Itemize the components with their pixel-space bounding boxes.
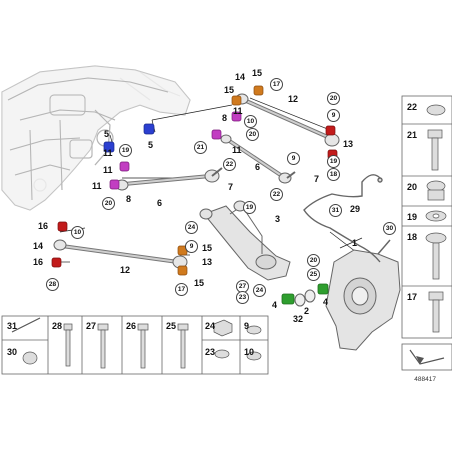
label-1: 1 (352, 238, 358, 248)
label-8a: 8 (222, 113, 228, 123)
callout-23: 23 (236, 291, 249, 304)
callout-22b: 22 (270, 188, 283, 201)
wheel-carrier-1 (325, 239, 401, 351)
callout-31: 31 (329, 204, 342, 217)
grid-label-21: 21 (407, 130, 418, 140)
callout-9b: 9 (287, 152, 300, 165)
label-13a: 13 (343, 139, 354, 149)
grid-label-30: 30 (7, 347, 18, 357)
callout-20c: 20 (102, 197, 115, 210)
label-15a: 15 (252, 68, 263, 78)
sensor-cable-29 (303, 174, 383, 263)
label-11b: 11 (232, 145, 242, 155)
label-16b: 16 (33, 257, 44, 267)
label-11c: 11 (103, 148, 113, 158)
callout-22a: 22 (223, 158, 236, 171)
callout-20a: 20 (327, 92, 340, 105)
label-12b: 12 (120, 265, 131, 275)
control-arm-6-upper (220, 134, 296, 184)
grid-label-9: 9 (244, 321, 250, 331)
grid-label-23: 23 (205, 347, 216, 357)
callout-30: 30 (383, 222, 396, 235)
callout-17b: 17 (175, 283, 188, 296)
callout-24b: 24 (253, 284, 266, 297)
label-15d: 15 (194, 278, 205, 288)
studs-group (281, 283, 329, 307)
callout-19b: 19 (119, 144, 132, 157)
grid-label-18: 18 (407, 232, 418, 242)
callout-9c: 9 (185, 240, 198, 253)
control-arm-6 (115, 167, 223, 191)
callout-20b: 20 (246, 128, 259, 141)
grid-label-22: 22 (407, 102, 418, 112)
callout-19a: 19 (327, 155, 340, 168)
callout-28a: 28 (46, 278, 59, 291)
label-12a: 12 (288, 94, 299, 104)
label-5a: 5 (104, 129, 110, 139)
subframe-detail (7, 77, 169, 201)
grid-label-28: 28 (52, 321, 63, 331)
label-7a: 7 (228, 182, 234, 192)
label-5b: 5 (148, 140, 154, 150)
lower-link-12 (53, 239, 188, 269)
diagram-reference-code: 488417 (414, 376, 436, 383)
label-15c: 15 (202, 243, 213, 253)
callout-9a: 9 (327, 109, 340, 122)
grid-label-17: 17 (407, 292, 418, 302)
callout-17a: 17 (270, 78, 283, 91)
label-6a: 6 (157, 198, 163, 208)
grid-label-19: 19 (407, 212, 418, 222)
grid-label-27: 27 (86, 321, 97, 331)
callout-18: 18 (327, 168, 340, 181)
callout-21a: 21 (194, 141, 207, 154)
callout-24: 24 (185, 221, 198, 234)
orientation-arrow-icon (401, 343, 452, 371)
callout-20d: 20 (307, 254, 320, 267)
label-4a: 4 (272, 300, 278, 310)
callout-19c: 19 (243, 201, 256, 214)
subframe-fill (1, 65, 191, 211)
label-7b: 7 (314, 174, 320, 184)
label-2: 2 (304, 306, 310, 316)
label-15b: 15 (224, 85, 235, 95)
label-13b: 13 (202, 257, 213, 267)
label-8b: 8 (126, 194, 132, 204)
grid-label-25: 25 (166, 321, 177, 331)
label-3: 3 (275, 214, 281, 224)
right-panel-parts (425, 104, 447, 333)
label-14a: 14 (235, 72, 246, 82)
colored-hardware (51, 85, 338, 276)
grid-label-26: 26 (126, 321, 137, 331)
label-11a: 11 (233, 106, 243, 116)
grid-label-10: 10 (244, 347, 255, 357)
grid-label-20: 20 (407, 182, 418, 192)
label-4b: 4 (323, 297, 329, 307)
label-16a: 16 (38, 221, 49, 231)
control-arm-3 (199, 200, 291, 281)
callout-10b: 10 (71, 226, 84, 239)
grid-label-24: 24 (205, 321, 216, 331)
grid-label-31: 31 (7, 321, 18, 331)
upper-link-12 (235, 93, 340, 147)
callout-10a: 10 (244, 115, 257, 128)
bottom-grid-parts (11, 317, 262, 369)
label-32: 32 (293, 314, 304, 324)
label-11d: 11 (103, 165, 113, 175)
label-11e: 11 (92, 181, 102, 191)
label-6b: 6 (255, 162, 261, 172)
callout-25: 25 (307, 268, 320, 281)
label-14b: 14 (33, 241, 44, 251)
label-29: 29 (350, 204, 361, 214)
